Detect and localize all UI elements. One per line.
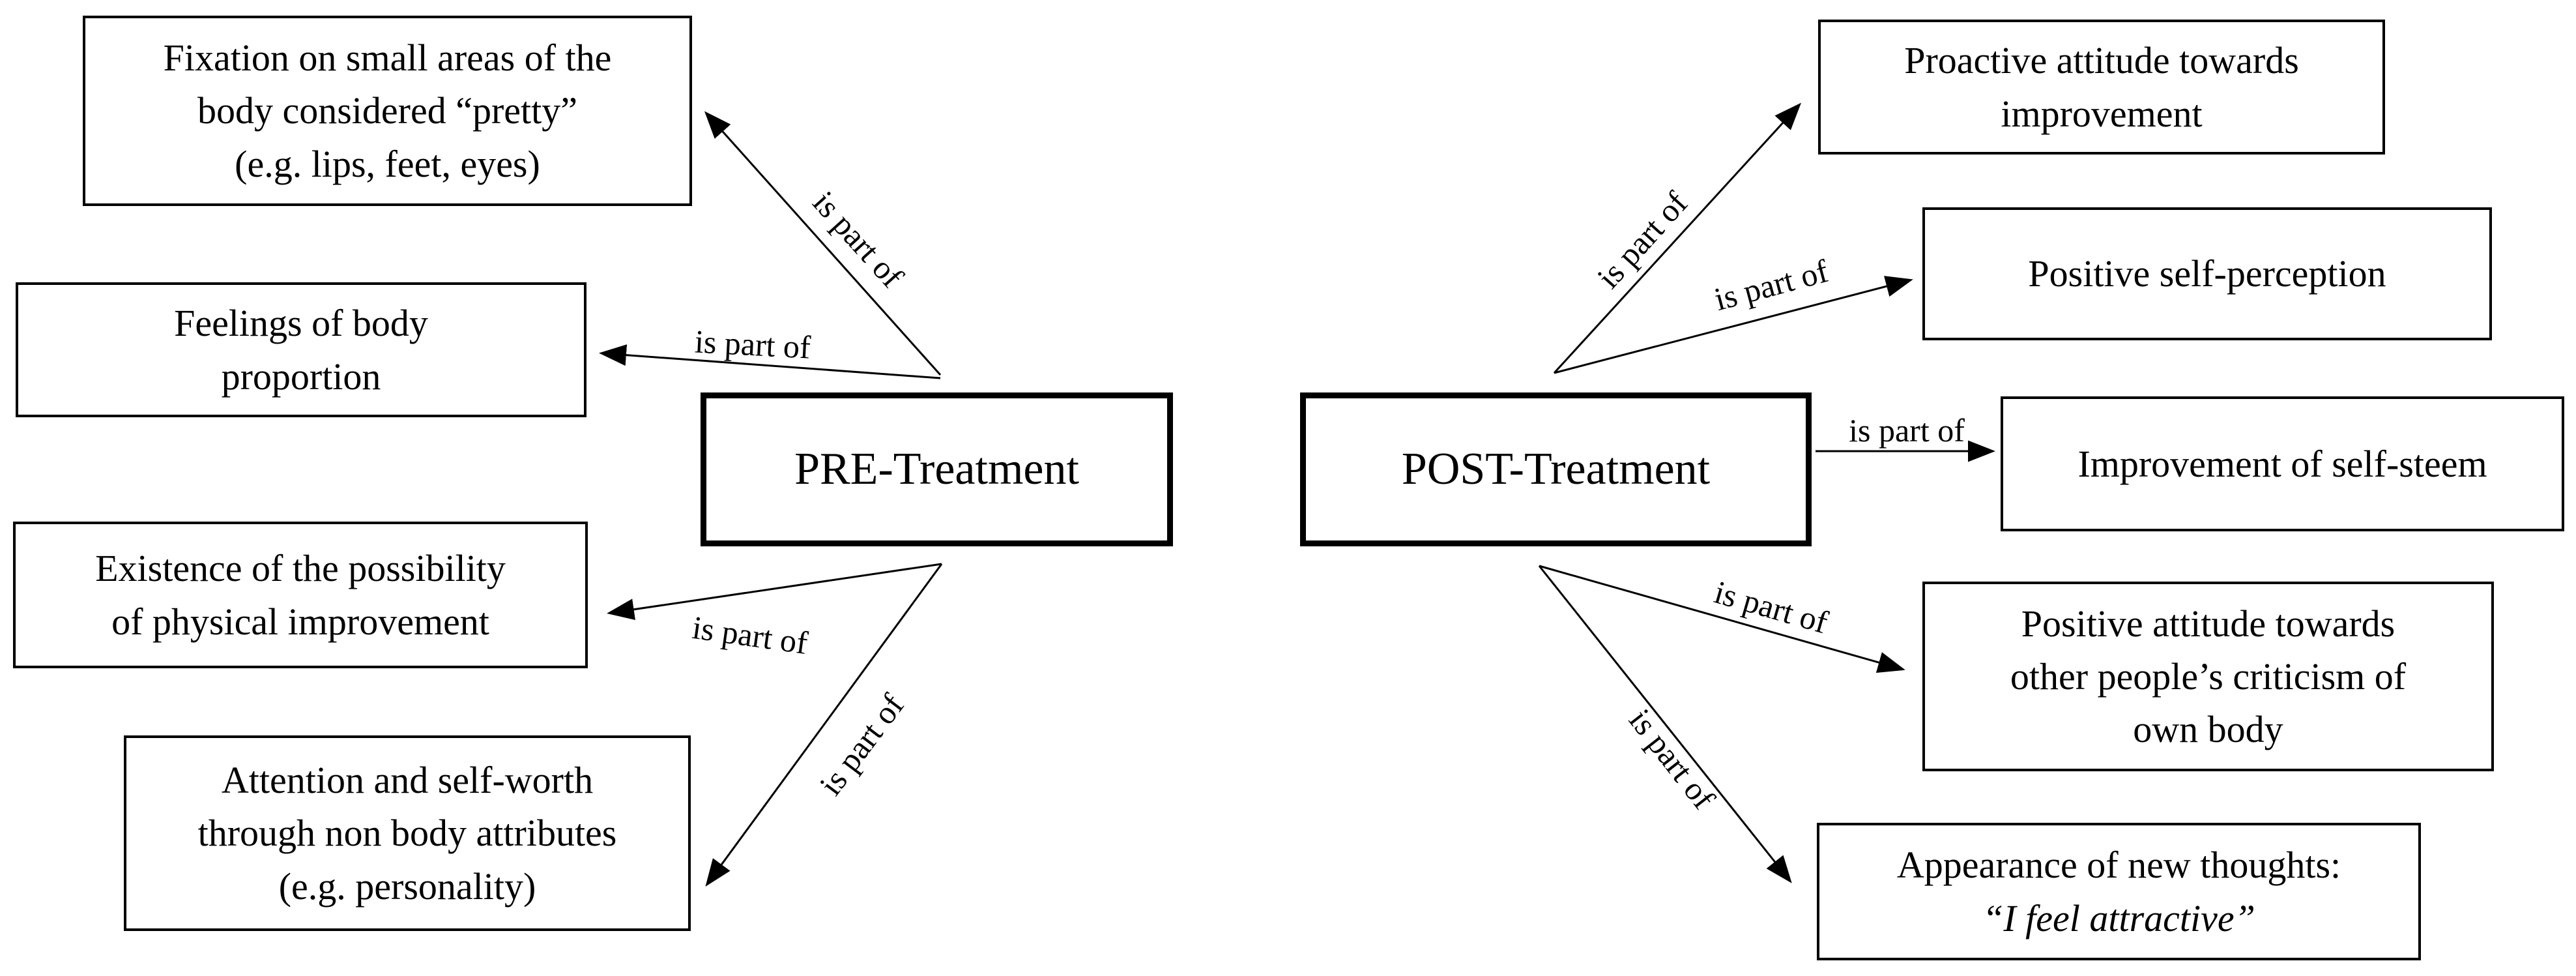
node-pre-treatment: PRE-Treatment (701, 392, 1173, 546)
node-line: other people’s criticism of (2010, 655, 2407, 698)
node-line: Fixation on small areas of the (163, 37, 612, 80)
arrow-post-newthoughts (1538, 565, 1792, 883)
post-treatment-label: POST-Treatment (1401, 444, 1711, 494)
node-line: Improvement of self-steem (2077, 442, 2487, 485)
node-line: Positive attitude towards (2021, 602, 2395, 645)
node-improvement-self-esteem: Improvement of self-steem (2001, 396, 2564, 531)
node-fixation-pretty-areas: Fixation on small areas of the body cons… (83, 16, 692, 206)
node-possibility-physical-improvement: Existence of the possibility of physical… (13, 522, 588, 668)
edge-label-pre-feelings: is part of (693, 323, 812, 366)
arrow-post-criticism (1539, 565, 1905, 673)
node-positive-attitude-criticism: Positive attitude towards other people’s… (1922, 582, 2494, 771)
node-line: own body (2133, 708, 2283, 751)
node-attention-non-body-attributes: Attention and self-worth through non bod… (124, 735, 691, 931)
node-line: body considered “pretty” (197, 89, 577, 132)
pre-treatment-label: PRE-Treatment (794, 444, 1079, 494)
node-line: Attention and self-worth (221, 759, 594, 802)
node-proactive-attitude: Proactive attitude towards improvement (1818, 20, 2385, 155)
node-line: (e.g. personality) (278, 865, 536, 908)
arrow-post-selfperception (1554, 276, 1913, 374)
node-line: through non body attributes (197, 812, 617, 855)
arrow-post-proactive (1553, 102, 1802, 374)
node-quote-line: “I feel attractive” (1982, 896, 2255, 939)
node-line: improvement (2001, 92, 2203, 135)
node-line: Appearance of new thoughts: (1896, 844, 2341, 887)
node-positive-self-perception: Positive self-perception (1922, 207, 2492, 340)
node-new-thoughts-attractive: Appearance of new thoughts: “I feel attr… (1817, 823, 2421, 960)
arrow-pre-fixation (704, 111, 942, 376)
node-line: (e.g. lips, feet, eyes) (235, 142, 540, 185)
node-line: Existence of the possibility (95, 547, 506, 590)
arrow-pre-feelings (599, 344, 941, 379)
node-feelings-body-proportion: Feelings of body proportion (16, 282, 586, 417)
node-line: Feelings of body (174, 302, 428, 345)
arrow-pre-attention (705, 563, 943, 887)
node-line: Proactive attitude towards (1904, 39, 2299, 82)
arrow-pre-existence (607, 563, 942, 621)
node-post-treatment: POST-Treatment (1300, 392, 1812, 546)
node-line: proportion (221, 355, 381, 398)
edge-label-post-selfesteem: is part of (1849, 412, 1965, 449)
node-line: of physical improvement (111, 600, 489, 643)
node-line: Positive self-perception (2028, 252, 2386, 295)
